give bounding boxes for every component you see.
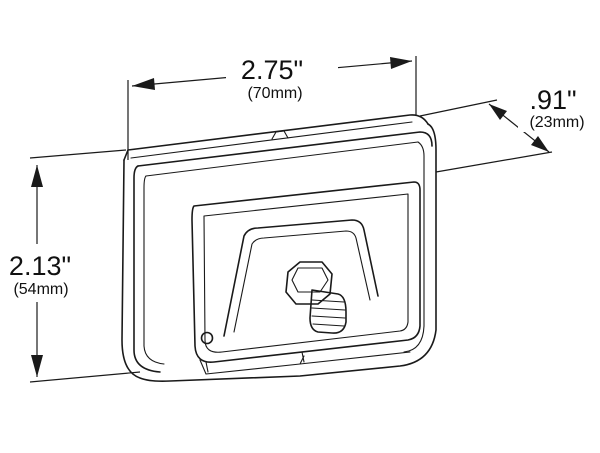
housing-top-notch <box>271 130 289 140</box>
hex-nut-face <box>291 267 329 293</box>
terminal-boss-inner <box>233 230 371 333</box>
housing-outer-body <box>121 123 437 382</box>
depth-extension-bottom <box>435 151 553 173</box>
recess-bottom-lip <box>199 351 411 375</box>
recess-window-outer <box>191 181 421 363</box>
width-arrow-right <box>390 57 412 69</box>
depth-extension-top <box>419 99 498 117</box>
lamp-housing <box>121 114 437 382</box>
width-dimension: 2.75" (70mm) <box>127 52 417 160</box>
housing-right-edge <box>403 141 425 353</box>
depth-imperial-label: .91" <box>529 85 576 115</box>
height-metric-label: (54mm) <box>13 281 68 298</box>
depth-arrow-bottom <box>531 136 549 152</box>
width-imperial-label: 2.75" <box>241 55 303 85</box>
housing-front-face-inner <box>143 175 165 365</box>
housing-front-face-inner-top <box>145 141 419 177</box>
recess-window-inner <box>203 193 409 353</box>
housing-front-face-top <box>137 131 433 167</box>
hex-nut-icon <box>285 261 333 305</box>
width-label-mask <box>226 52 338 102</box>
terminal-boss <box>223 219 379 337</box>
recess-bottom-tab <box>205 351 305 373</box>
height-extension-top <box>29 149 127 159</box>
width-metric-label: (70mm) <box>247 85 302 102</box>
height-arrow-bottom <box>31 355 43 377</box>
housing-top-lip-inner <box>130 121 413 159</box>
depth-metric-label: (23mm) <box>529 114 584 131</box>
threaded-stud-icon <box>309 289 347 334</box>
housing-top-lip <box>123 114 429 161</box>
height-arrow-top <box>31 165 43 187</box>
stud-thread-lines <box>311 299 346 327</box>
mounting-hole-icon <box>200 331 214 345</box>
height-dimension: 2.13" (54mm) <box>9 149 141 383</box>
height-imperial-label: 2.13" <box>9 251 71 281</box>
depth-arrow-top <box>489 104 507 120</box>
depth-label-mask <box>518 84 600 132</box>
height-extension-bottom <box>29 371 141 383</box>
width-arrow-left <box>132 78 155 90</box>
housing-front-face <box>133 165 161 373</box>
depth-dimension: .91" (23mm) <box>419 84 600 173</box>
